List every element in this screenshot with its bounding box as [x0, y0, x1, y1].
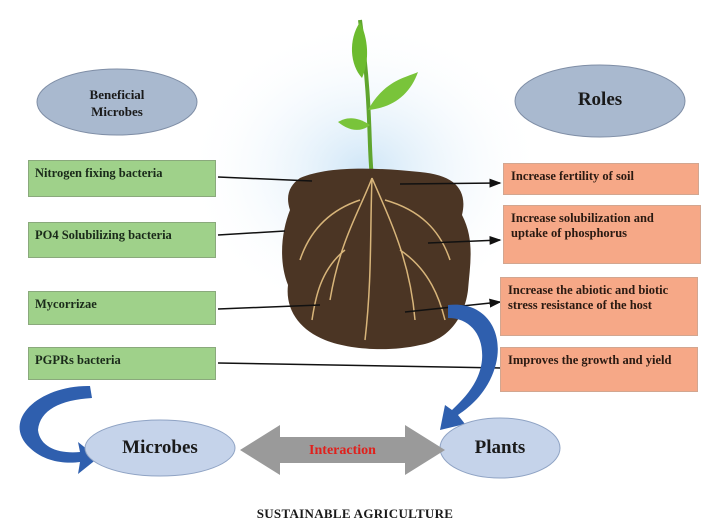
role-box-fertility: Increase fertility of soil — [503, 163, 699, 195]
right-curved-arrow-icon — [440, 304, 498, 430]
role-box-stress: Increase the abiotic and biotic stress r… — [500, 277, 698, 336]
soil-clump-illustration — [282, 168, 471, 350]
role-box-phosphorus: Increase solubilization and uptake of ph… — [503, 205, 701, 264]
plants-label: Plants — [474, 437, 526, 458]
microbe-box-nitrogen: Nitrogen fixing bacteria — [28, 160, 216, 197]
microbes-label: Microbes — [122, 437, 198, 458]
microbe-box-po4: PO4 Solubilizing bacteria — [28, 222, 216, 258]
roles-heading: Roles — [577, 89, 623, 110]
left-curved-arrow-icon — [19, 385, 98, 474]
microbe-box-mycorrizae: Mycorrizae — [28, 291, 216, 325]
beneficial-microbes-heading: Beneficial Microbes — [89, 87, 145, 119]
microbe-box-pgprs: PGPRs bacteria — [28, 347, 216, 380]
interaction-double-arrow-icon — [240, 425, 445, 475]
roots-illustration — [299, 177, 451, 341]
connector-lines — [217, 176, 503, 369]
interaction-label: Interaction — [309, 443, 376, 458]
role-box-growth: Improves the growth and yield — [500, 347, 698, 392]
plant-illustration — [338, 19, 418, 179]
roles-ellipse — [514, 64, 686, 138]
microbes-ellipse — [84, 419, 236, 477]
footer-title: SUSTAINABLE AGRICULTURE — [256, 506, 454, 521]
beneficial-microbes-ellipse — [36, 68, 198, 136]
